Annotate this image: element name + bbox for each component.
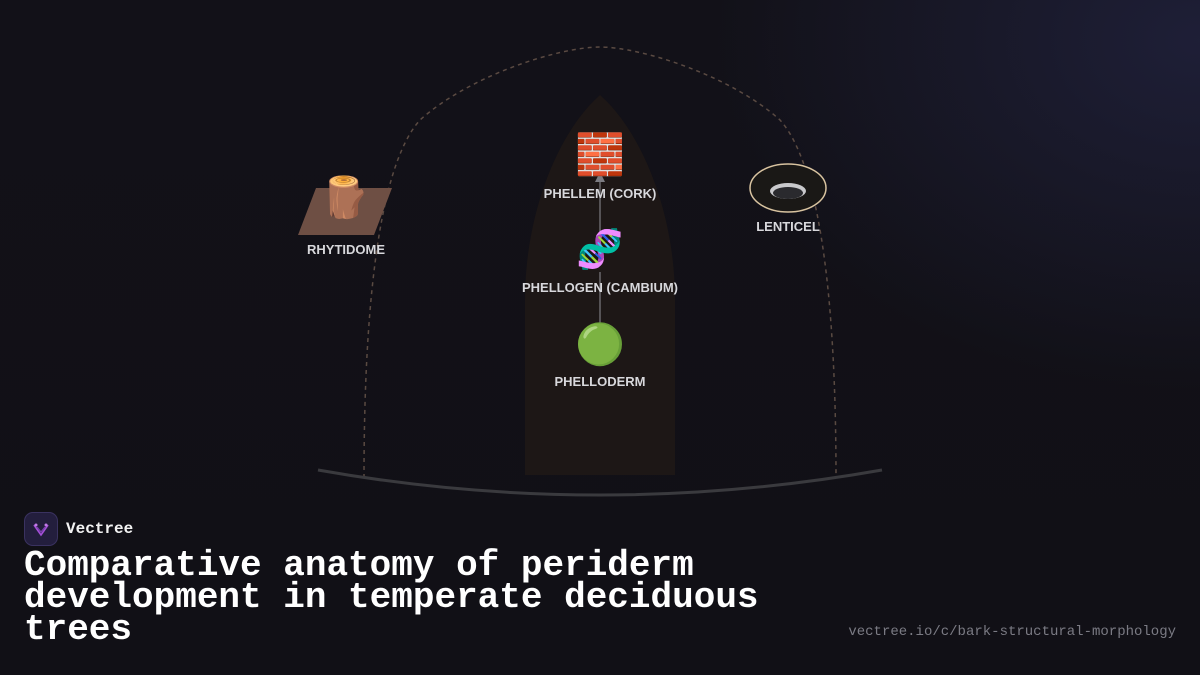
brand-name: Vectree <box>66 520 134 538</box>
node-label-phelloderm: PHELLODERM <box>554 374 646 389</box>
dna-icon: 🧬 <box>576 227 624 271</box>
hole-icon <box>770 183 806 199</box>
rhytidome-slab <box>298 188 392 235</box>
node-label-phellogen: PHELLOGEN (CAMBIUM) <box>522 280 678 295</box>
ground-line <box>317 468 883 497</box>
green-circle-icon: 🟢 <box>575 322 625 368</box>
bark-outline <box>363 46 837 479</box>
node-label-phellem: PHELLEM (CORK) <box>543 186 657 201</box>
brick-icon: 🧱 <box>575 132 625 178</box>
vectree-logo-icon <box>24 512 58 546</box>
source-url: vectree.io/c/bark-structural-morphology <box>848 624 1176 640</box>
brand: Vectree <box>24 512 133 546</box>
node-label-rhytidome: RHYTIDOME <box>307 242 385 257</box>
wood-log-icon: 🪵 <box>320 175 370 221</box>
node-label-lenticel: LENTICEL <box>756 219 820 234</box>
page-title: Comparative anatomy of periderm developm… <box>24 545 759 650</box>
